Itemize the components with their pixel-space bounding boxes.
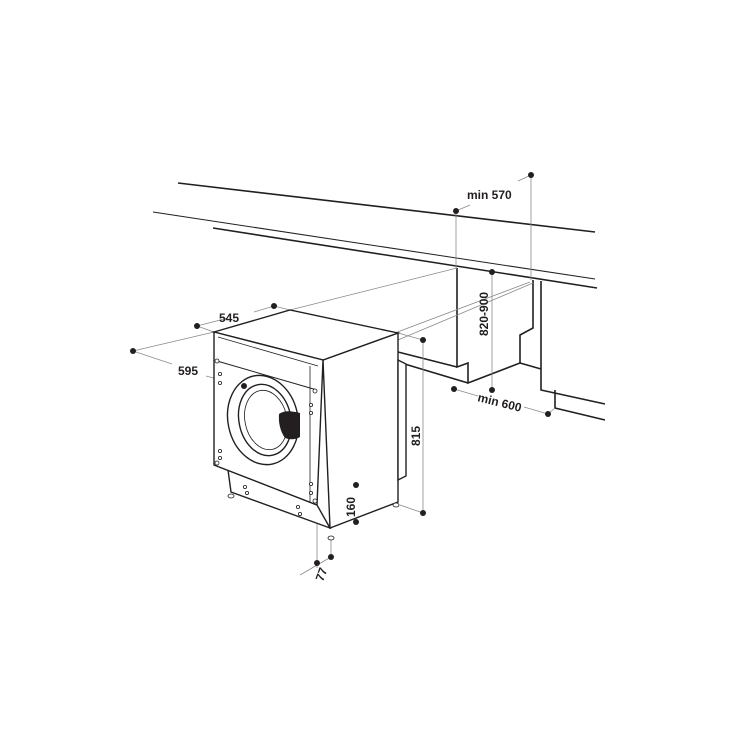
label-width: 595 (178, 364, 198, 378)
side-hose (397, 358, 407, 482)
label-niche-depth: min 570 (467, 188, 512, 202)
cabinet-niche (397, 268, 606, 421)
worktop (152, 182, 598, 289)
label-niche-width: min 600 (476, 390, 523, 414)
washing-machine (211, 309, 407, 541)
label-plinth-height: 160 (344, 497, 358, 517)
label-worktop-height: 820-900 (477, 292, 491, 336)
label-depth: 545 (219, 311, 239, 325)
mounting-holes (214, 358, 318, 517)
label-plinth-depth: 77 (313, 565, 331, 583)
label-height: 815 (409, 426, 423, 446)
door-handle (278, 411, 300, 440)
feet (227, 493, 400, 541)
dimension-points (130, 172, 551, 566)
